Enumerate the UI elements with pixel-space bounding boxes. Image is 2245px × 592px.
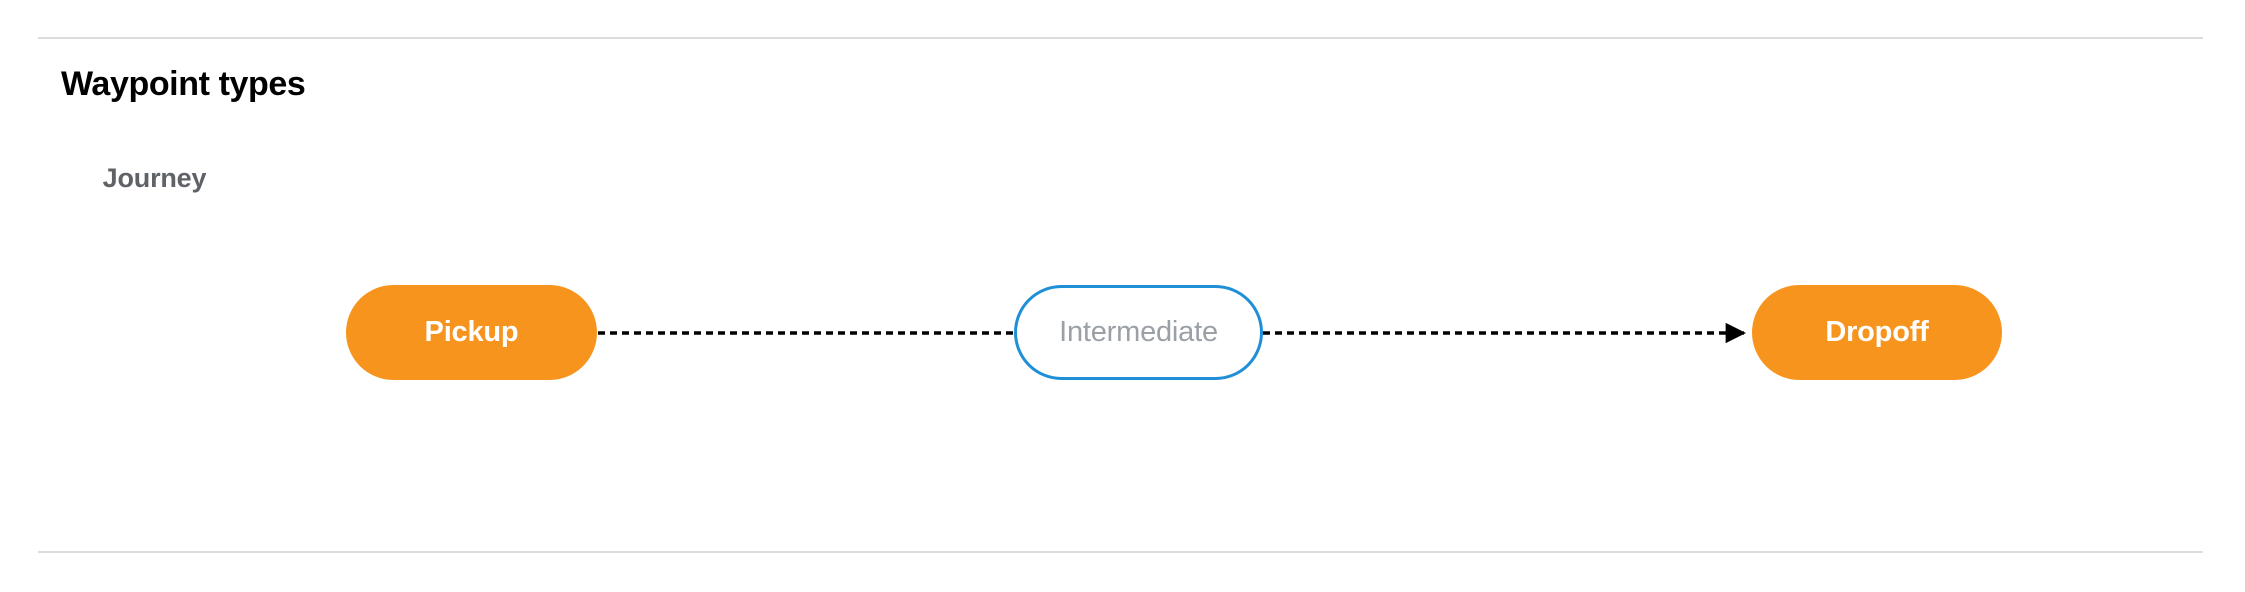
section-divider-bottom xyxy=(38,551,2203,553)
node-dropoff[interactable]: Dropoff xyxy=(1752,285,2002,380)
node-intermediate-label: Intermediate xyxy=(1059,316,1218,348)
page-title: Waypoint types xyxy=(61,65,306,103)
node-pickup[interactable]: Pickup xyxy=(346,285,597,380)
section-divider-top xyxy=(38,37,2203,39)
diagram-graph-label: Journey xyxy=(102,163,207,193)
node-dropoff-label: Dropoff xyxy=(1825,316,1929,348)
node-intermediate[interactable]: Intermediate xyxy=(1014,285,1263,380)
node-pickup-label: Pickup xyxy=(424,316,519,348)
